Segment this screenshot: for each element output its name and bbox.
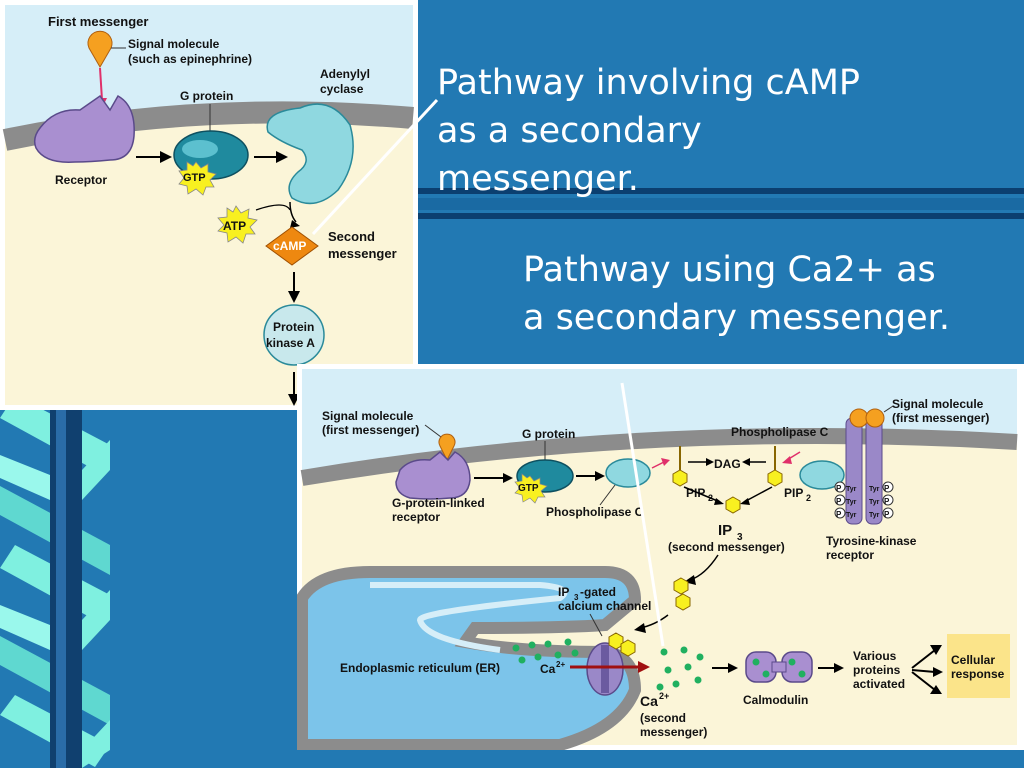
ca-er-label: Ca	[540, 662, 556, 676]
ip3-subscript: 3	[737, 532, 743, 543]
g-protein-label: G protein	[522, 427, 575, 441]
second-paren-label: (second	[640, 711, 686, 725]
tyr-label: Tyr	[869, 499, 880, 506]
signal-molecule-icon	[87, 30, 113, 68]
ca-cytosol-label: Ca	[640, 693, 658, 709]
p-label: P	[836, 484, 842, 493]
first-messenger-label: First messenger	[48, 14, 148, 29]
endoplasmic-reticulum-shape	[297, 566, 642, 750]
first-messenger-left-label: (first messenger)	[322, 423, 419, 437]
ip3-diffusing-icon	[673, 577, 691, 611]
signal-molecule-left-label: Signal molecule	[322, 409, 414, 423]
camp-label: cAMP	[273, 239, 306, 253]
calcium-ions-cytosol	[656, 646, 704, 691]
calcium-ions-er	[512, 638, 579, 664]
tyr-label: Tyr	[846, 499, 857, 506]
tyrosine-kinase-receptor-shape	[834, 408, 894, 525]
calmodulin-label: Calmodulin	[743, 693, 808, 707]
cellular-response-box	[947, 634, 1010, 698]
calcium-pathway-figure: Endoplasmic reticulum (ER) Signal molecu…	[297, 364, 1024, 750]
dna-helix-decoration	[0, 395, 110, 768]
g-linked-receptor-label: G-protein-linked	[392, 496, 485, 510]
gtp-label: GTP	[518, 483, 539, 494]
title-camp-pathway: Pathway involving cAMP as a secondary me…	[437, 63, 861, 199]
tyr-label: Tyr	[869, 512, 880, 519]
tyrosine-receptor-label: receptor	[826, 548, 874, 562]
second-messenger-ip3-label: (second messenger)	[668, 540, 785, 554]
cyclase-label: cyclase	[320, 82, 364, 96]
messenger-paren-label: messenger)	[640, 725, 707, 739]
ip3-gated-subscript: 3	[574, 593, 579, 602]
divider-line-bottom	[418, 213, 1024, 219]
signal-molecule-right-label: Signal molecule	[892, 397, 984, 411]
title-calcium-pathway: Pathway using Ca2+ as a secondary messen…	[523, 250, 950, 338]
proteins-label: proteins	[853, 663, 901, 677]
phospholipase-c-right-shape	[799, 460, 845, 490]
p-label: P	[836, 497, 842, 506]
cellular-label: Cellular	[951, 653, 995, 667]
signal-molecule-label: Signal molecule	[128, 37, 220, 51]
ca-er-superscript: 2+	[556, 660, 565, 669]
phospholipase-c-left-shape	[605, 458, 651, 488]
ip3-label: IP	[718, 522, 732, 539]
atp-label: ATP	[223, 219, 246, 233]
protein-label: Protein	[273, 320, 314, 334]
pip2-right-label: PIP	[784, 486, 803, 500]
phospholipase-c-bottom-label: Phospholipase C	[546, 505, 644, 519]
p-label: P	[836, 510, 842, 519]
various-label: Various	[853, 649, 897, 663]
kinase-a-label: kinase A	[266, 336, 315, 350]
messenger-label: messenger	[328, 246, 397, 261]
ip3-gated-label: IP	[558, 585, 569, 599]
g-linked-receptor-shape	[395, 450, 471, 500]
adenylyl-label: Adenylyl	[320, 67, 370, 81]
divider-line-top	[418, 188, 1024, 194]
g-protein-label: G protein	[180, 89, 233, 103]
ip3-gated-suffix: -gated	[580, 585, 616, 599]
pip2-molecule-icon	[672, 446, 783, 487]
camp-diamond-icon	[265, 226, 319, 266]
camp-pathway-figure: First messenger Signal molecule (such as…	[0, 0, 418, 410]
ip3-molecule-icon	[725, 496, 741, 514]
signal-molecule-example-label: (such as epinephrine)	[128, 52, 252, 66]
gtp-burst-icon	[178, 161, 217, 196]
tyr-label: Tyr	[846, 512, 857, 519]
pip2-left-label: PIP	[686, 486, 705, 500]
signal-molecule-left-icon	[438, 433, 456, 462]
response-label: response	[951, 667, 1005, 681]
pip2-right-subscript: 2	[806, 493, 811, 503]
ca-cytosol-superscript: 2+	[659, 691, 669, 701]
er-label: Endoplasmic reticulum (ER)	[340, 661, 500, 675]
atp-burst-icon	[217, 205, 258, 244]
p-label: P	[884, 497, 890, 506]
calmodulin-shape	[745, 651, 813, 683]
receptor-shape	[33, 94, 135, 163]
receptor-left-label: receptor	[392, 510, 440, 524]
phospholipase-c-top-label: Phospholipase C	[731, 425, 829, 439]
tyr-label: Tyr	[869, 486, 880, 493]
activated-label: activated	[853, 677, 905, 691]
calcium-channel-label: calcium channel	[558, 599, 651, 613]
protein-kinase-a-shape	[263, 304, 325, 366]
dag-label: DAG	[714, 457, 741, 471]
tyrosine-kinase-label: Tyrosine-kinase	[826, 534, 917, 548]
p-label: P	[884, 510, 890, 519]
tyr-label: Tyr	[846, 486, 857, 493]
first-messenger-right-label: (first messenger)	[892, 411, 989, 425]
gtp-label: GTP	[183, 172, 206, 184]
p-label: P	[884, 484, 890, 493]
receptor-label: Receptor	[55, 173, 107, 187]
gtp-burst-icon	[514, 473, 548, 504]
second-label: Second	[328, 229, 375, 244]
